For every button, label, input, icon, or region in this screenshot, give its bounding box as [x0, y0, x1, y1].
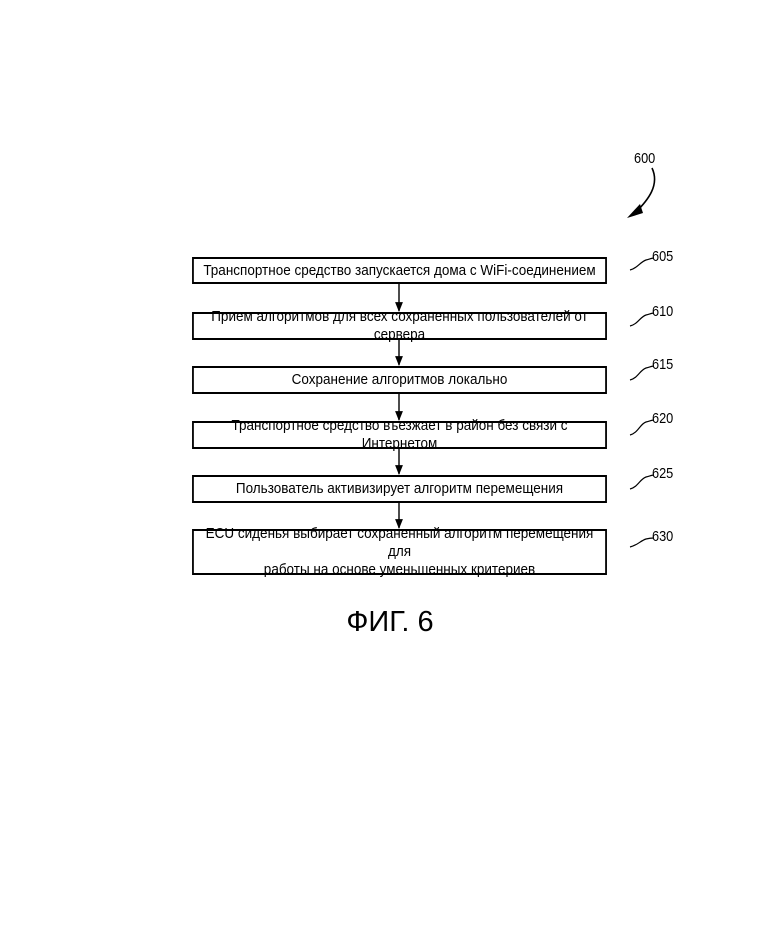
step-ref-number: 605	[652, 248, 673, 265]
step-ref-number: 630	[652, 528, 673, 545]
step-text: Прием алгоритмов для всех сохраненных по…	[194, 308, 605, 344]
step-ref-number: 625	[652, 465, 673, 482]
leader-625	[630, 475, 654, 489]
figure-caption: ФИГ. 6	[0, 606, 780, 639]
step-text: Транспортное средство въезжает в район б…	[194, 417, 605, 453]
step-ref-number: 610	[652, 303, 673, 320]
step-box-625: Пользователь активизирует алгоритм перем…	[192, 475, 607, 503]
leader-630	[630, 538, 654, 547]
step-box-610: Прием алгоритмов для всех сохраненных по…	[192, 312, 607, 340]
leader-615	[630, 366, 654, 380]
step-ref-number: 620	[652, 410, 673, 427]
step-box-605: Транспортное средство запускается дома с…	[192, 257, 607, 284]
step-text: Сохранение алгоритмов локально	[292, 371, 508, 389]
step-ref-number: 615	[652, 356, 673, 373]
figure-pointer-arrowhead	[627, 204, 643, 218]
figure-ref-number: 600	[634, 150, 655, 167]
step-text-line-1: ECU сиденья выбирает сохраненный алгорит…	[194, 525, 605, 561]
step-box-620: Транспортное средство въезжает в район б…	[192, 421, 607, 449]
leader-605	[630, 258, 654, 270]
step-box-615: Сохранение алгоритмов локально	[192, 366, 607, 394]
step-text: Пользователь активизирует алгоритм перем…	[236, 480, 563, 498]
step-text: Транспортное средство запускается дома с…	[203, 262, 595, 280]
leader-620	[630, 420, 654, 435]
leader-610	[630, 313, 654, 326]
step-box-630: ECU сиденья выбирает сохраненный алгорит…	[192, 529, 607, 575]
step-text-line-2: работы на основе уменьшенных критериев	[264, 561, 535, 579]
